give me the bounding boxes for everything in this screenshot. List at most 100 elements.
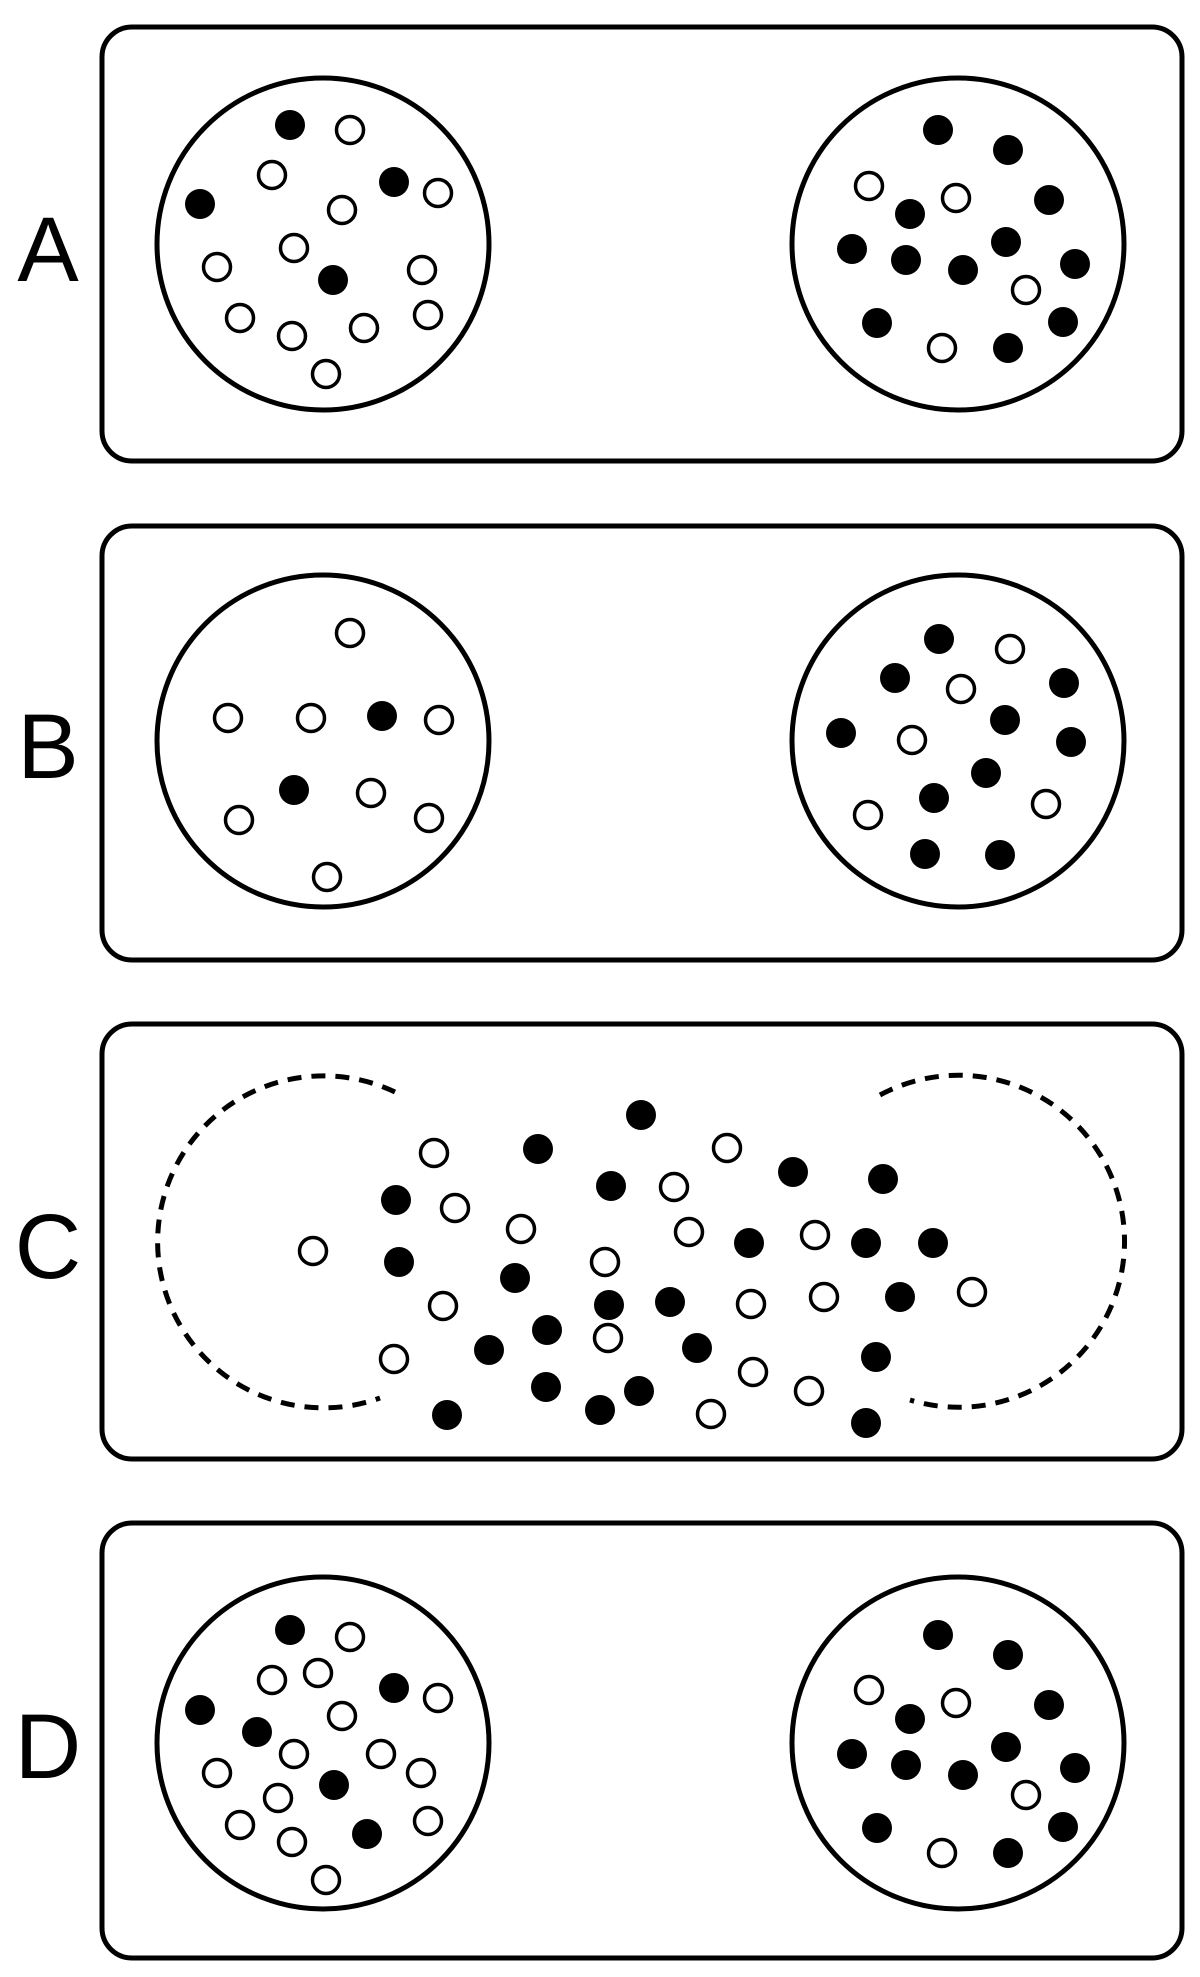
panel-c-filled-particle: [596, 1171, 626, 1201]
panel-c-filled-particle: [384, 1247, 414, 1277]
panel-d-hollow-particle: [276, 1826, 308, 1858]
panel-b-hollow-particle: [295, 702, 327, 734]
panel-b-filled-particle: [1056, 727, 1086, 757]
panel-d-hollow-particle: [1010, 1779, 1042, 1811]
panel-c-frame: [99, 1021, 1185, 1462]
panel-c-filled-particle: [868, 1164, 898, 1194]
panel-c-hollow-particle: [589, 1246, 621, 1278]
panel-b-filled-particle: [910, 839, 940, 869]
panel-d-filled-particle: [185, 1695, 215, 1725]
panel-d-hollow-particle: [365, 1738, 397, 1770]
panel-c-filled-particle: [734, 1228, 764, 1258]
panel-d-filled-particle: [379, 1673, 409, 1703]
panel-d-hollow-particle: [853, 1674, 885, 1706]
panel-a-hollow-particle: [201, 251, 233, 283]
panel-b-filled-particle: [985, 840, 1015, 870]
panel-d-hollow-particle: [412, 1805, 444, 1837]
panel-d-filled-particle: [242, 1717, 272, 1747]
panel-d-filled-particle: [1060, 1753, 1090, 1783]
panel-c-hollow-particle: [737, 1356, 769, 1388]
panel-c-left-dashed-boundary: [155, 1073, 397, 1411]
panel-d-particles: [185, 1615, 1090, 1896]
panel-c-filled-particle: [626, 1100, 656, 1130]
panel-c: C: [15, 1021, 1185, 1462]
panel-b-frame: [99, 523, 1185, 963]
panel-b-hollow-particle: [355, 777, 387, 809]
panel-c-hollow-particle: [297, 1235, 329, 1267]
panel-d-filled-particle: [891, 1750, 921, 1780]
panel-a-hollow-particle: [326, 194, 358, 226]
panel-c-hollow-particle: [695, 1398, 727, 1430]
panel-a-filled-particle: [275, 110, 305, 140]
panel-c-hollow-particle: [799, 1219, 831, 1251]
panel-c-hollow-particle: [439, 1192, 471, 1224]
panel-d-hollow-particle: [334, 1621, 366, 1653]
panel-b-hollow-particle: [212, 702, 244, 734]
panel-d-filled-particle: [993, 1838, 1023, 1868]
panel-b-hollow-particle: [1030, 788, 1062, 820]
panel-b-hollow-particle: [223, 804, 255, 836]
panel-b-left-container: [154, 572, 492, 910]
panel-c-filled-particle: [532, 1315, 562, 1345]
panel-d-filled-particle: [991, 1732, 1021, 1762]
panel-c-particles: [297, 1100, 988, 1438]
panel-d-filled-particle: [862, 1813, 892, 1843]
panel-c-filled-particle: [474, 1335, 504, 1365]
panel-c-filled-particle: [585, 1395, 615, 1425]
panel-c-filled-particle: [861, 1342, 891, 1372]
panel-a-filled-particle: [993, 333, 1023, 363]
panel-b-hollow-particle: [945, 673, 977, 705]
panel-a-filled-particle: [862, 308, 892, 338]
panel-b: B: [17, 523, 1185, 963]
panel-a-right-container: [789, 75, 1127, 413]
panel-d: D: [15, 1520, 1185, 1961]
panel-d-hollow-particle: [201, 1757, 233, 1789]
panel-a-filled-particle: [923, 115, 953, 145]
panel-d-label: D: [15, 1696, 81, 1798]
panel-b-label: B: [17, 696, 78, 798]
panel-d-filled-particle: [895, 1704, 925, 1734]
panel-a-filled-particle: [1060, 249, 1090, 279]
panel-a-filled-particle: [318, 265, 348, 295]
panel-d-filled-particle: [1048, 1812, 1078, 1842]
panel-c-hollow-particle: [378, 1343, 410, 1375]
panel-a-filled-particle: [948, 255, 978, 285]
panel-d-hollow-particle: [302, 1657, 334, 1689]
panel-b-filled-particle: [826, 718, 856, 748]
panel-a-hollow-particle: [278, 232, 310, 264]
panel-b-right-container: [789, 572, 1127, 910]
panel-d-frame: [99, 1520, 1185, 1961]
panel-c-filled-particle: [594, 1290, 624, 1320]
panel-c-filled-particle: [851, 1228, 881, 1258]
panel-c-filled-particle: [523, 1134, 553, 1164]
panel-d-hollow-particle: [262, 1782, 294, 1814]
panel-c-right-dashed-boundary: [878, 1072, 1128, 1410]
panel-d-hollow-particle: [926, 1837, 958, 1869]
panel-a-hollow-particle: [334, 114, 366, 146]
panel-a-filled-particle: [379, 167, 409, 197]
panel-b-hollow-particle: [852, 799, 884, 831]
panel-a-hollow-particle: [940, 182, 972, 214]
panel-d-hollow-particle: [940, 1687, 972, 1719]
panel-b-hollow-particle: [413, 802, 445, 834]
panel-c-hollow-particle: [735, 1288, 767, 1320]
panel-b-hollow-particle: [423, 704, 455, 736]
panel-a-hollow-particle: [412, 299, 444, 331]
panel-b-filled-particle: [971, 758, 1001, 788]
panel-d-hollow-particle: [224, 1809, 256, 1841]
panel-b-filled-particle: [880, 663, 910, 693]
panel-a-hollow-particle: [853, 170, 885, 202]
panel-d-hollow-particle: [278, 1738, 310, 1770]
panel-c-hollow-particle: [793, 1375, 825, 1407]
panel-b-filled-particle: [990, 705, 1020, 735]
panel-a-hollow-particle: [310, 358, 342, 390]
panel-c-filled-particle: [682, 1333, 712, 1363]
panel-d-filled-particle: [352, 1819, 382, 1849]
panel-c-filled-particle: [432, 1400, 462, 1430]
panel-c-hollow-particle: [592, 1322, 624, 1354]
panel-a-filled-particle: [993, 135, 1023, 165]
panel-a-hollow-particle: [422, 177, 454, 209]
panel-d-filled-particle: [837, 1739, 867, 1769]
panel-d-hollow-particle: [310, 1864, 342, 1896]
